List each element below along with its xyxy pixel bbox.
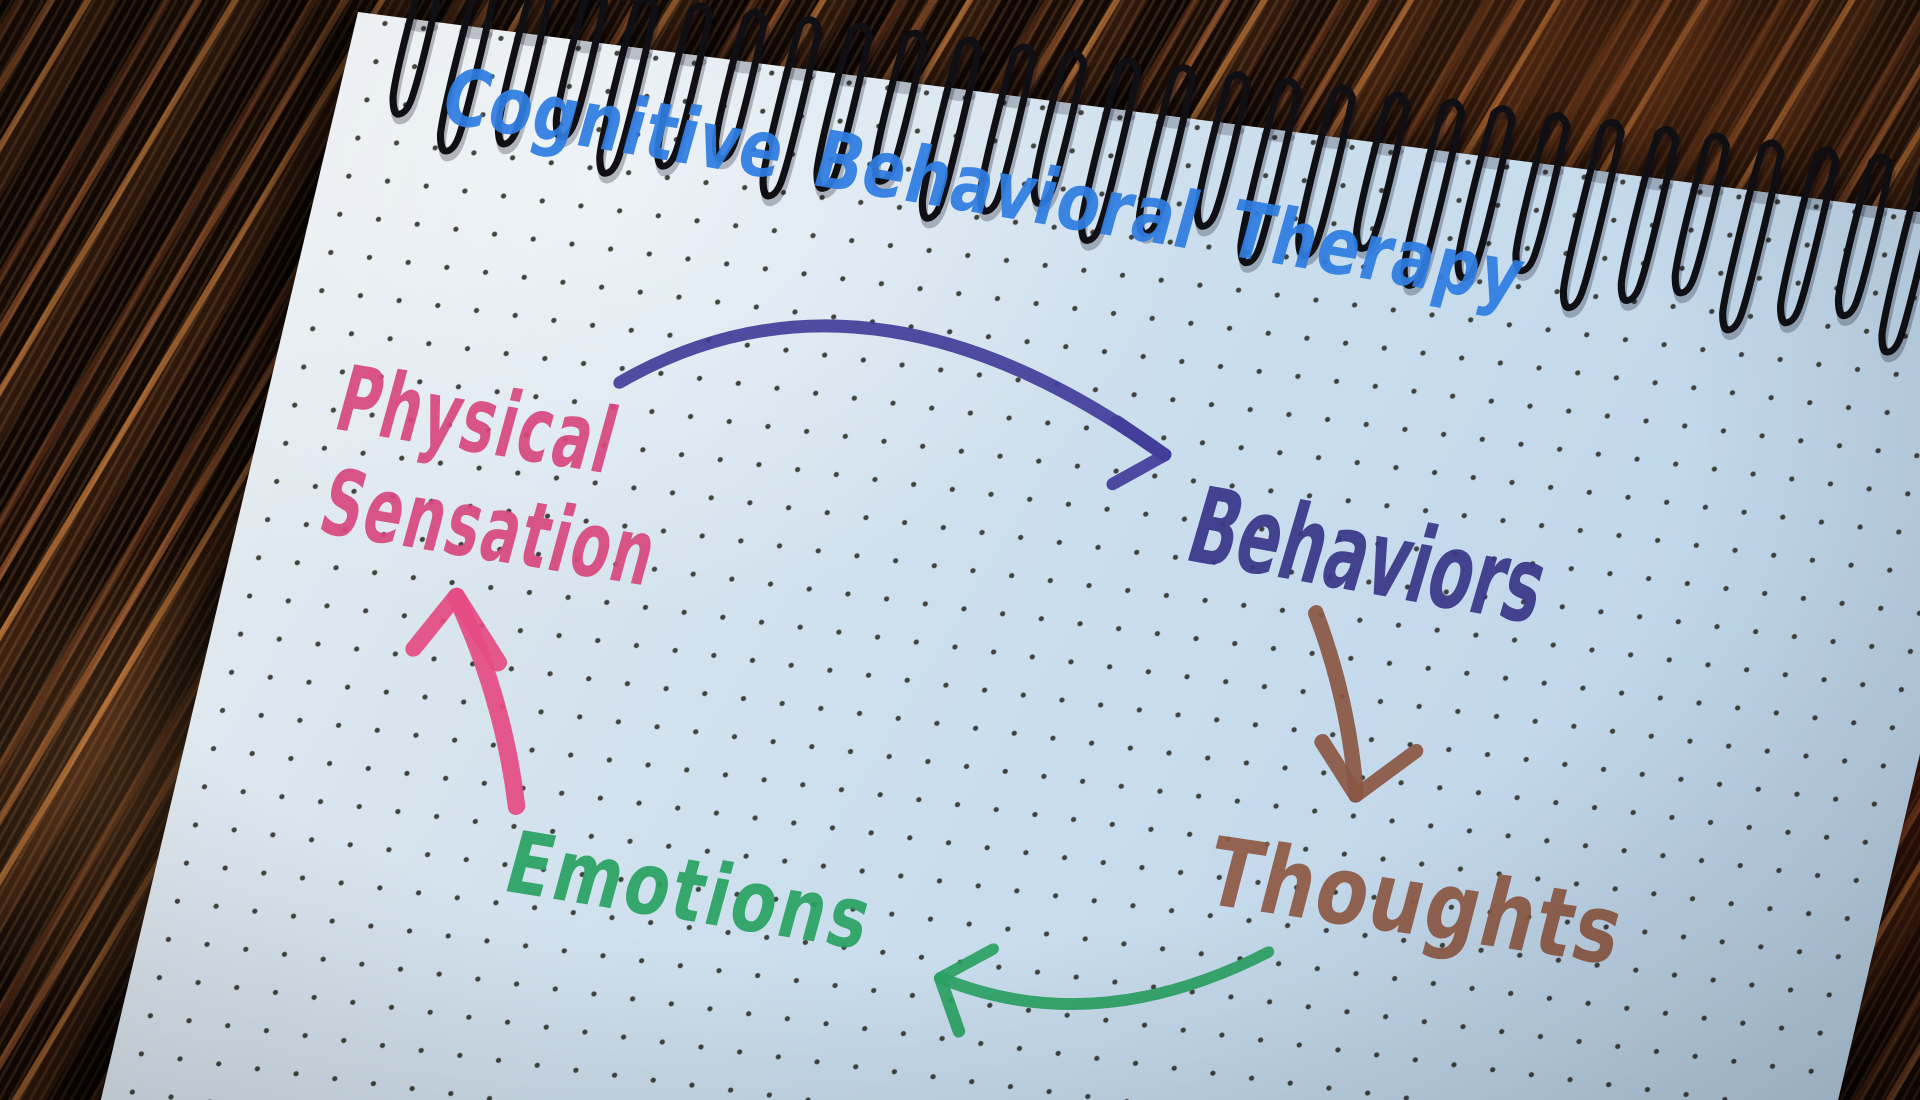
arrow-behaviors-to-thoughts	[1307, 605, 1424, 803]
spiral-coil	[712, 9, 768, 163]
spiral-coil	[759, 16, 823, 200]
arrow-head	[1314, 733, 1424, 803]
arrow-head	[405, 587, 508, 672]
spiral-coil	[494, 0, 554, 148]
arrow-curve	[613, 319, 1172, 462]
spiral-coil	[1353, 91, 1411, 252]
spiral-coil	[1078, 57, 1142, 244]
spiral-coil	[1295, 84, 1356, 259]
spiral-coil	[976, 43, 1037, 215]
spiral-coil	[1777, 146, 1840, 327]
spiral-coil	[1400, 98, 1466, 289]
spiral-coil	[552, 0, 609, 141]
arrow-physical-to-behaviors	[613, 319, 1172, 491]
spiral-coil	[1454, 105, 1516, 282]
spiral-coil	[813, 22, 873, 192]
spiral-binding	[389, 0, 1920, 363]
spiral-coil	[1878, 159, 1920, 356]
arrow-curve	[933, 946, 1275, 1010]
spiral-coil	[436, 0, 500, 155]
arrow-thoughts-to-emotions	[933, 943, 1275, 1038]
spiral-coil	[654, 2, 714, 170]
arrow-curve	[1307, 605, 1364, 803]
spiral-coil	[1834, 153, 1894, 320]
notebook-sheet: Cognitive Behavioral Therapy Physical Se…	[34, 0, 1920, 1100]
spiral-coil	[1237, 77, 1302, 267]
ink-overlay	[389, 0, 1920, 1038]
spiral-coil	[1030, 50, 1088, 207]
arrow-emotions-to-physical	[405, 587, 526, 815]
spiral-coil	[1559, 119, 1625, 312]
spiral-coil	[1512, 112, 1571, 275]
spiral-coil	[871, 29, 928, 185]
spiral-coil	[389, 0, 445, 118]
spiral-coil	[1193, 71, 1251, 230]
spiral-coil	[1135, 64, 1197, 237]
arrow-head	[933, 943, 999, 1038]
arrow-head	[1106, 415, 1172, 491]
spiral-coil	[1719, 139, 1785, 334]
spiral-coil	[1617, 126, 1680, 304]
spiral-coil	[918, 36, 983, 222]
spiral-coil	[1671, 132, 1730, 297]
spiral-coil	[596, 0, 659, 177]
